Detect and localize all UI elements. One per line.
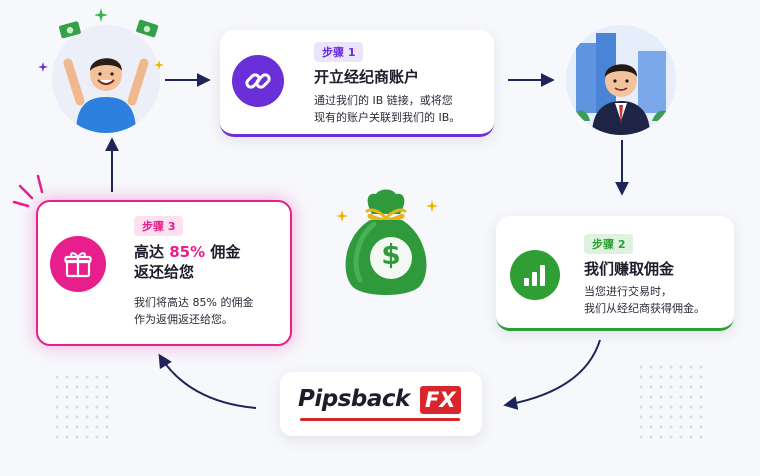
happy-user-avatar xyxy=(52,25,160,133)
step3-badge: 步骤 3 xyxy=(134,216,184,236)
sparkle-icon xyxy=(336,210,348,222)
logo-swoosh xyxy=(300,418,460,421)
step3-title-pre: 高达 xyxy=(134,243,170,261)
cash-note-icon xyxy=(59,21,81,39)
step1-title: 开立经纪商账户 xyxy=(314,68,420,86)
sparkle-icon xyxy=(94,8,108,22)
step1-badge: 步骤 1 xyxy=(314,42,364,62)
step2-desc-line1: 当您进行交易时， xyxy=(584,285,672,298)
cash-note-icon xyxy=(136,19,159,38)
logo-wordmark: Pipsback xyxy=(298,386,410,412)
step1-desc-line1: 通过我们的 IB 链接，或将您 xyxy=(314,94,453,107)
logo-fx-mark: FX xyxy=(420,386,461,414)
sparkle-icon xyxy=(38,62,48,72)
step3-icon-circle xyxy=(50,236,106,292)
link-icon xyxy=(245,73,271,89)
logo-card: Pipsback FX xyxy=(280,372,482,436)
step1-card: 步骤 1 开立经纪商账户 通过我们的 IB 链接，或将您 现有的账户关联到我们的… xyxy=(220,30,494,137)
money-bag-icon xyxy=(345,189,427,295)
step3-title-post: 佣金 xyxy=(205,243,241,261)
step3-card: 步骤 3 高达 85% 佣金 返还给您 我们将高达 85% 的佣金 作为返佣返还… xyxy=(36,200,292,346)
step2-icon-circle xyxy=(510,250,560,300)
step2-desc-line2: 我们从经纪商获得佣金。 xyxy=(584,302,705,315)
step3-title-line2: 返还给您 xyxy=(134,263,195,281)
step3-desc-line2: 作为返佣返还给您。 xyxy=(134,313,233,326)
dot-grid-left xyxy=(52,372,114,442)
step3-title-highlight: 85% xyxy=(169,243,206,261)
gift-icon xyxy=(64,252,92,278)
step2-card: 步骤 2 我们赚取佣金 当您进行交易时， 我们从经纪商获得佣金。 xyxy=(496,216,734,331)
step2-title: 我们赚取佣金 xyxy=(584,260,675,278)
step1-desc-line2: 现有的账户关联到我们的 IB。 xyxy=(314,111,461,124)
step3-title: 高达 85% 佣金 xyxy=(134,242,240,262)
sparkle-icon xyxy=(426,200,438,212)
burst-lines-icon xyxy=(12,174,44,208)
sparkle-icon xyxy=(154,60,164,70)
dot-grid-right xyxy=(636,362,708,442)
money-bag-dollar: $ xyxy=(381,238,401,271)
arrow-logo-to-step3 xyxy=(158,353,257,409)
step2-badge: 步骤 2 xyxy=(584,234,634,254)
arrow-step2-to-logo xyxy=(503,339,601,410)
bar-chart-icon xyxy=(524,265,545,286)
step1-icon-circle xyxy=(232,55,284,107)
step3-desc-line1: 我们将高达 85% 的佣金 xyxy=(134,296,254,309)
broker-avatar xyxy=(566,25,676,135)
